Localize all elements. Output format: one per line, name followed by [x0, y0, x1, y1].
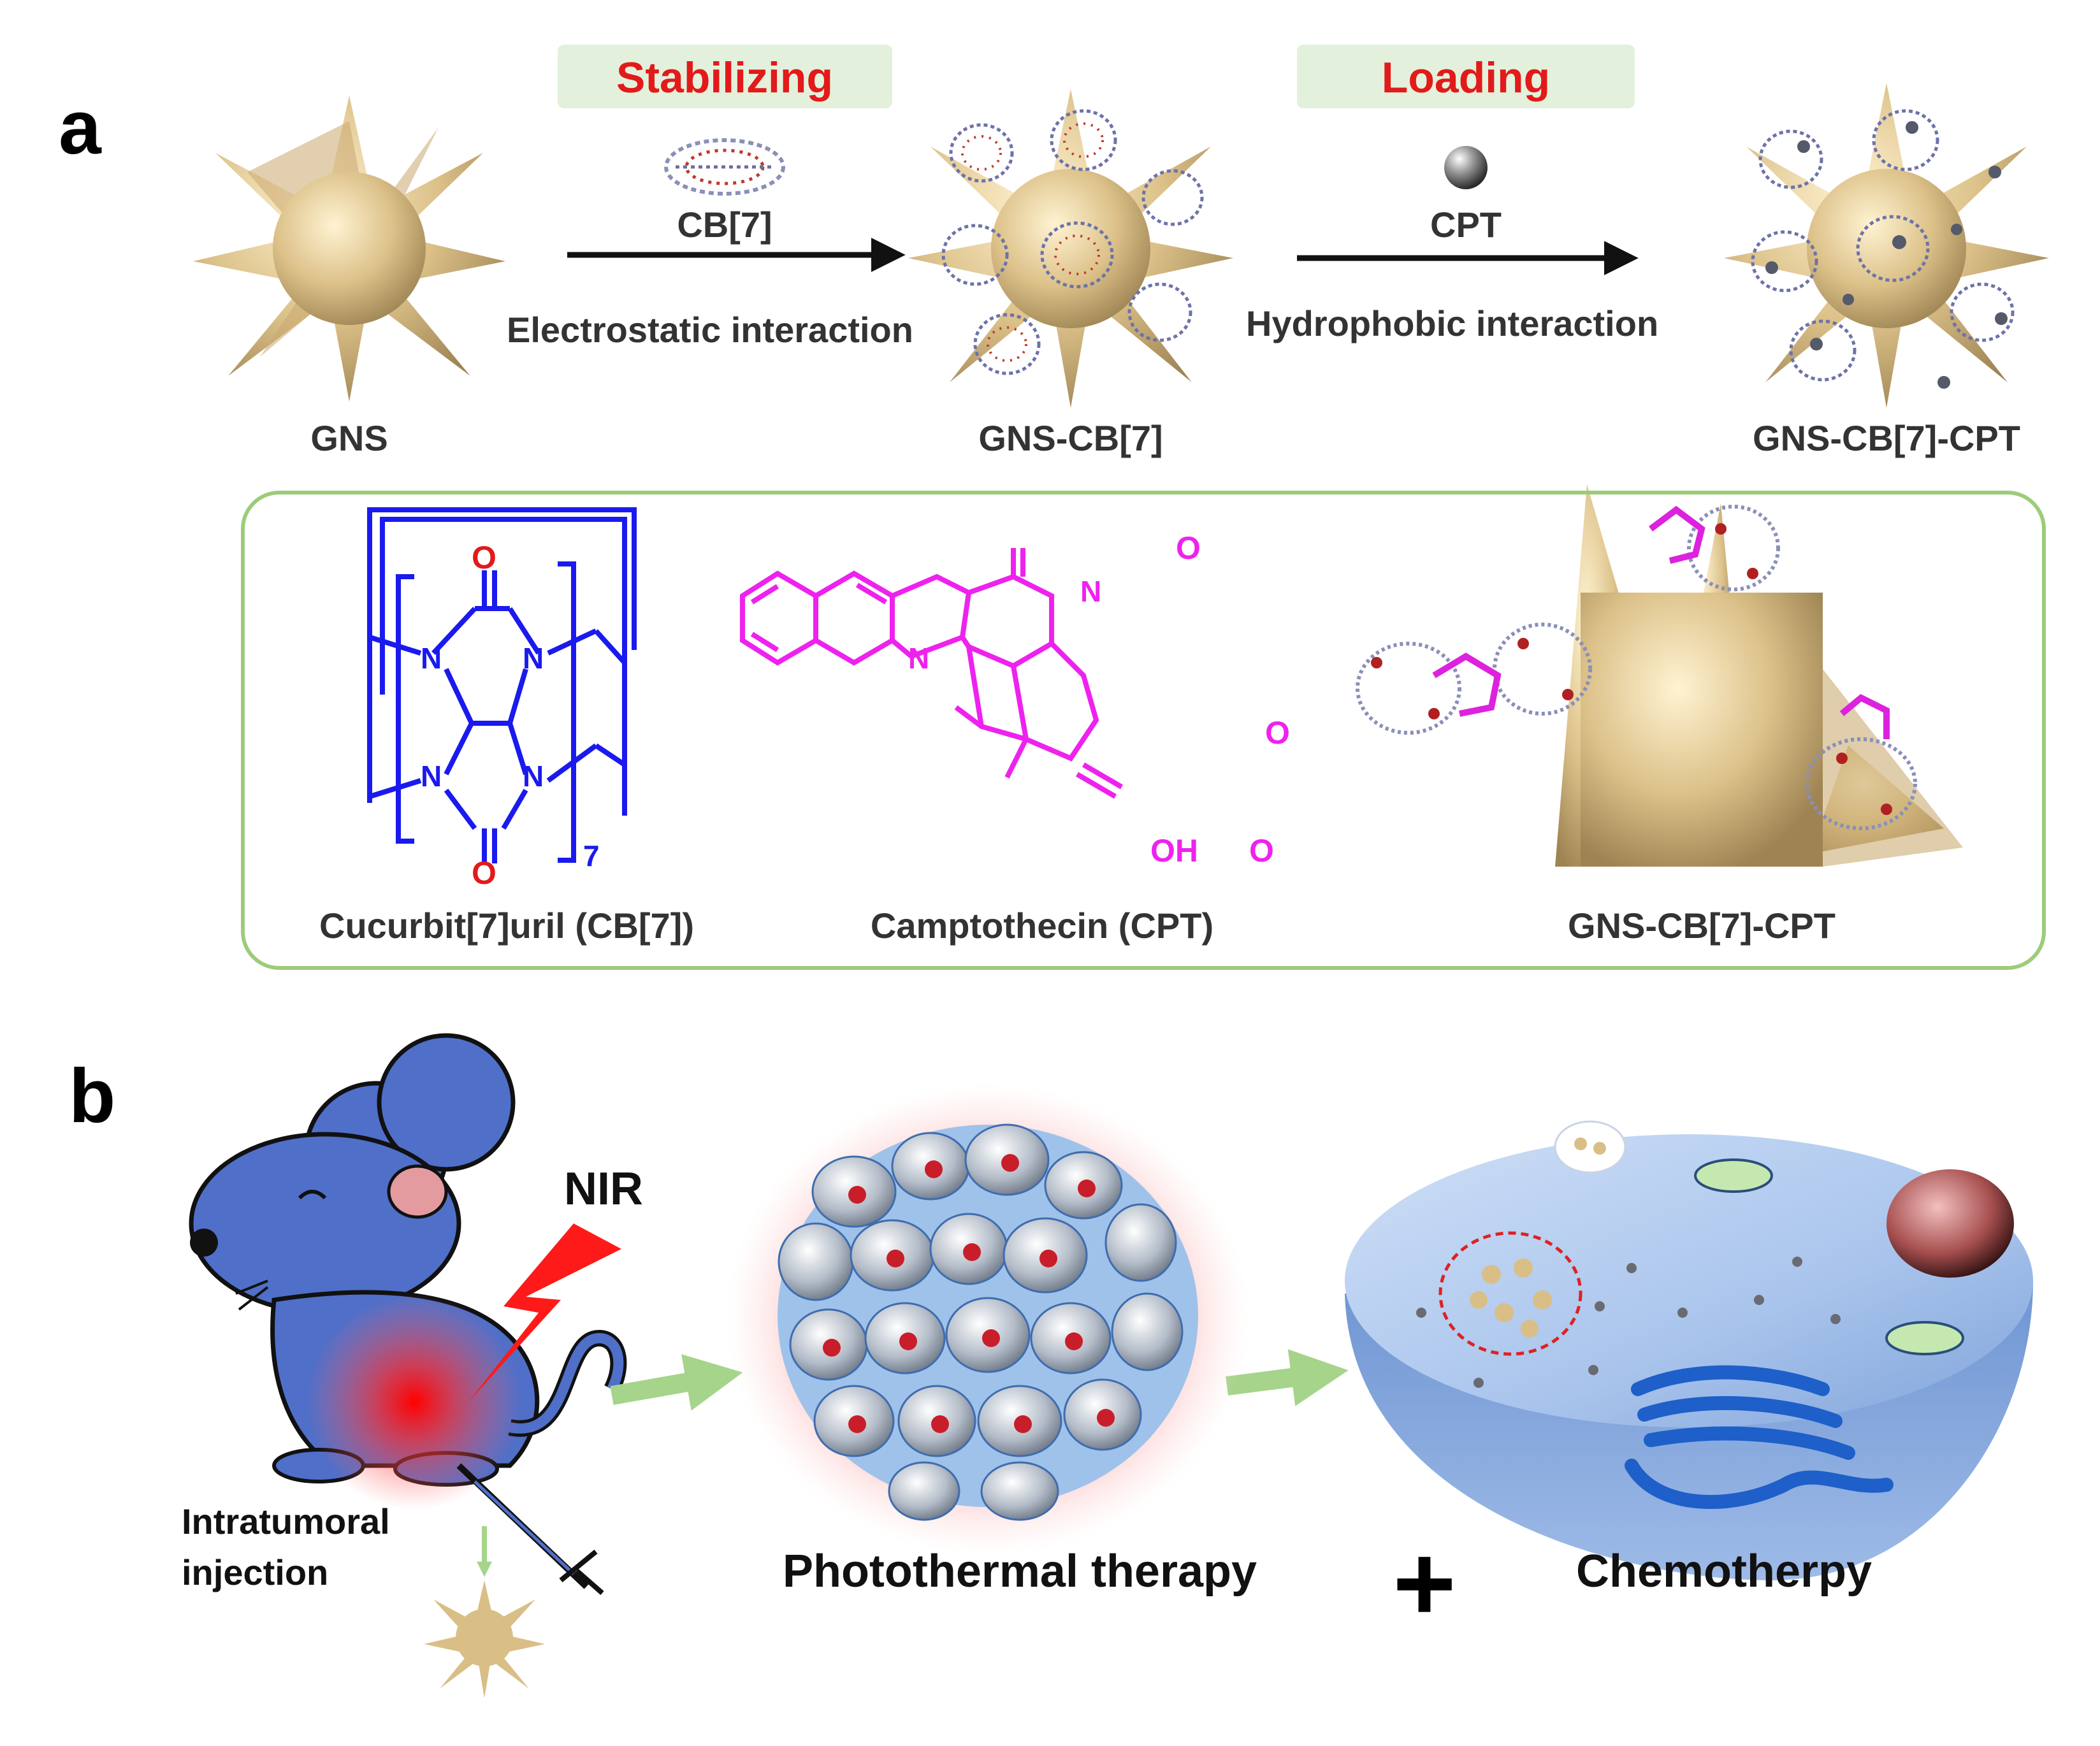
gold-nanostar-gns-cb7 [908, 89, 1233, 408]
er [1625, 1459, 1894, 1509]
step1-reagent-label: CB[7] [677, 205, 772, 245]
cpt-name-label: Camptothecin (CPT) [870, 905, 1214, 946]
mitochondrion-2 [1885, 1321, 1964, 1355]
nucleus [1886, 1169, 2014, 1278]
nir-label: NIR [564, 1164, 643, 1215]
plus-sign: + [1393, 1523, 1456, 1644]
cpt-atom-n2: N [1080, 575, 1102, 608]
cb7-atom-n3: N [421, 760, 442, 793]
loading-box [1297, 45, 1635, 108]
gold-nanostar-gns-cb7-cpt [1724, 83, 2049, 408]
cb7-atom-n2: N [523, 642, 544, 675]
small-nanostar-icon [424, 1580, 545, 1698]
product-gns-label: GNS [310, 418, 388, 458]
green-arrow-2 [1226, 1349, 1349, 1406]
injection-label-line1: Intratumoral [182, 1501, 390, 1541]
tumor-cluster-illustration [727, 1083, 1249, 1555]
step2-reagent-label: CPT [1430, 205, 1502, 245]
structures-box [241, 491, 2046, 970]
product-gns-cb7-cpt-label: GNS-CB[7]-CPT [1753, 418, 2020, 458]
cb7-subscript: 7 [583, 839, 600, 872]
cb7-atom-o-bottom: O [472, 855, 496, 891]
panel-a-graphics [193, 83, 2049, 867]
cb7-name-label: Cucurbit[7]uril (CB[7]) [319, 905, 694, 946]
complex-illustration [1356, 484, 1963, 867]
lysosome [1438, 1231, 1582, 1356]
cpt-atom-o1: O [1176, 530, 1201, 566]
cpt-atom-n1: N [908, 642, 930, 675]
chemotherapy-label: Chemotherpy [1575, 1546, 1872, 1597]
cpt-structure [740, 548, 1124, 799]
cb7-molecule-icon [664, 138, 785, 196]
mitochondrion-1 [1694, 1158, 1773, 1193]
cb7-structure [367, 507, 637, 863]
photothermal-therapy-label: Photothermal therapy [782, 1546, 1257, 1597]
gold-nanostar-gns [193, 96, 505, 401]
syringe-icon [456, 1463, 604, 1596]
product-gns-cb7-label: GNS-CB[7] [978, 418, 1163, 458]
panel-a-letter: a [59, 85, 101, 170]
step2-interaction-label: Hydrophobic interaction [1246, 303, 1659, 343]
cb7-atom-o-top: O [472, 540, 496, 575]
panel-b-graphics [189, 1033, 2033, 1698]
mouse-illustration [189, 1033, 627, 1510]
nir-lightning-icon [468, 1223, 621, 1402]
golgi-apparatus [1631, 1365, 1855, 1460]
step1-interaction-label: Electrostatic interaction [507, 310, 913, 350]
cpt-ball-icon [1444, 146, 1488, 189]
stabilizing-box [558, 45, 892, 108]
cell-illustration [1345, 1120, 2033, 1580]
complex-name-label: GNS-CB[7]-CPT [1568, 905, 1836, 946]
green-arrow-1 [610, 1354, 743, 1411]
cb7-atom-n4: N [523, 760, 544, 793]
cb7-atom-n1: N [421, 642, 442, 675]
panel-b-letter: b [69, 1053, 116, 1139]
cpt-atom-o2: O [1265, 715, 1290, 751]
stabilizing-label: Stabilizing [616, 54, 833, 102]
cpt-atom-o3: O [1249, 833, 1274, 869]
injection-label-line2: injection [182, 1552, 329, 1592]
loading-label: Loading [1381, 54, 1551, 102]
cpt-atom-oh: OH [1150, 833, 1198, 869]
